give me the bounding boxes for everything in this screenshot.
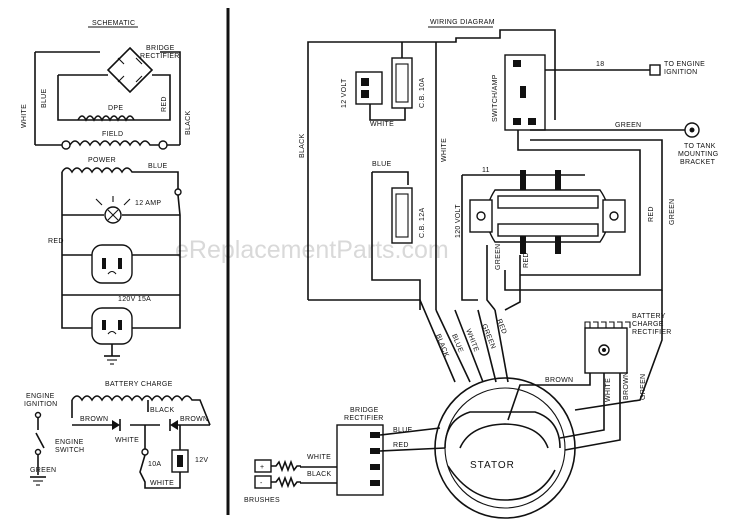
circuit-breaker-10a: [391, 57, 413, 109]
outlet-120v-label: 120V 15A: [118, 296, 151, 303]
rect-white-label: WHITE: [307, 454, 331, 461]
blue-label: BLUE: [372, 161, 392, 168]
stator-label: STATOR: [470, 460, 515, 471]
green-right-label: GREEN: [669, 199, 676, 225]
diode-left-icon: [112, 420, 120, 430]
rect-black-label: BLACK: [307, 471, 331, 478]
dpe-coil: [77, 115, 135, 122]
amp-12-label: 12 AMP: [135, 200, 161, 207]
diode-right-icon: [170, 420, 178, 430]
red-right-label: RED: [648, 206, 655, 222]
battery-charge-label: BATTERY CHARGE: [105, 381, 173, 388]
white-vert-label: WHITE: [441, 138, 448, 162]
cb-10a-label: C.B. 10A: [419, 78, 426, 108]
outlet-120v-top: [91, 244, 133, 284]
schematic-blue-label: BLUE: [41, 88, 48, 108]
bundle-black-label: BLACK: [434, 333, 450, 358]
green-far-label: GREEN: [640, 374, 647, 400]
switch-amp-label: SWITCH/AMP: [492, 74, 499, 122]
field-label: FIELD: [102, 131, 123, 138]
svg-text:-: -: [260, 480, 263, 487]
brown-left-label: BROWN: [80, 416, 108, 423]
receptacle-12v: [355, 71, 383, 105]
white-bottom-label: WHITE: [150, 480, 174, 487]
bundle-red-label: RED: [495, 318, 507, 335]
bridge-rectifier-symbol: [106, 46, 154, 94]
volt-12-label: 12 VOLT: [341, 78, 348, 108]
engine-switch-icon: [35, 432, 45, 449]
rect-red-label: RED: [393, 442, 409, 449]
schematic-red-label: RED: [161, 96, 168, 112]
green-top-label: GREEN: [615, 122, 641, 129]
brown-r-label: BROWN: [623, 372, 630, 400]
green-label: GREEN: [30, 467, 56, 474]
wire-11-label: 11: [482, 167, 490, 174]
power-coil: [61, 167, 179, 190]
white-mid-label: WHITE: [115, 437, 139, 444]
circuit-breaker-12a: [391, 187, 413, 244]
red-mid-label: RED: [523, 252, 530, 268]
battery-charge-coil: [71, 395, 211, 426]
svg-text:+: +: [260, 464, 264, 471]
white-small-label: WHITE: [370, 121, 394, 128]
green-mid-label: GREEN: [495, 244, 502, 270]
schematic-white-label: WHITE: [21, 104, 28, 128]
receptacle-120v: [469, 170, 626, 254]
power-blue-label: BLUE: [148, 163, 168, 170]
wiring-panel: WIRING DIAGRAM 12 VOLT WHITE C.B. 10A SW…: [244, 19, 719, 519]
wiring-title: WIRING DIAGRAM: [430, 19, 495, 26]
outlet-120v-bottom: [91, 307, 133, 345]
dpe-label: DPE: [108, 105, 123, 112]
schematic-title: SCHEMATIC: [92, 20, 135, 27]
battery-charge-rectifier: [584, 321, 631, 374]
cb-12a-label: C.B. 12A: [419, 208, 426, 238]
engine-ignition-terminal: [649, 64, 661, 76]
brush-negative-icon: [254, 475, 272, 489]
stator: [434, 377, 576, 519]
bundle-green-label: GREEN: [480, 323, 496, 350]
volt-12v-label: 12V: [195, 457, 208, 464]
brushes-label: BRUSHES: [244, 497, 280, 504]
volt-120-label: 120 VOLT: [455, 204, 462, 238]
white-r-label: WHITE: [605, 378, 612, 402]
schematic-black-label: BLACK: [185, 111, 192, 135]
brown-label: BROWN: [545, 377, 573, 384]
wire-18-label: 18: [596, 61, 604, 68]
black-mid-label: BLACK: [150, 407, 174, 414]
fuse-10a-label: 10A: [148, 461, 161, 468]
red-left-label: RED: [48, 238, 64, 245]
field-coil: [69, 140, 159, 147]
brown-right-label: BROWN: [180, 416, 208, 423]
rect-blue-label: BLUE: [393, 427, 413, 434]
power-label: POWER: [88, 157, 116, 164]
black-left-label: BLACK: [299, 134, 306, 158]
